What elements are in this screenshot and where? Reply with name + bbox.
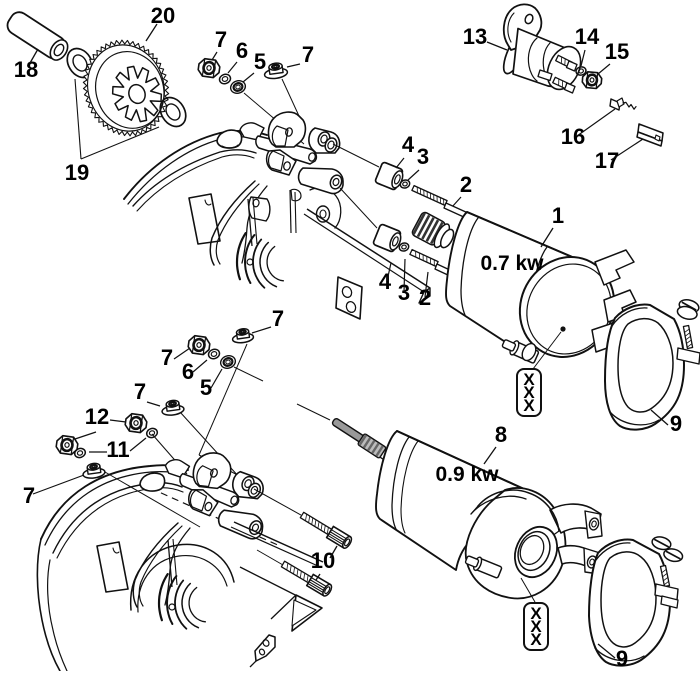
svg-text:9: 9 [616,646,628,671]
svg-text:7: 7 [215,27,227,52]
svg-text:1: 1 [552,203,564,228]
svg-text:15: 15 [605,39,629,64]
svg-text:14: 14 [575,24,600,49]
svg-text:7: 7 [161,345,173,370]
svg-text:9: 9 [670,411,682,436]
svg-text:X: X [523,396,535,415]
svg-text:8: 8 [495,422,507,447]
svg-text:0.7 kw: 0.7 kw [480,252,544,275]
svg-text:7: 7 [134,379,146,404]
svg-text:4: 4 [402,132,415,157]
svg-text:5: 5 [254,49,266,74]
svg-text:10: 10 [311,548,335,573]
svg-text:13: 13 [463,24,487,49]
svg-text:2: 2 [460,172,472,197]
svg-text:20: 20 [151,3,175,28]
svg-text:7: 7 [302,42,314,67]
svg-text:2: 2 [419,285,431,310]
svg-text:0.9 kw: 0.9 kw [435,463,499,486]
svg-text:12: 12 [85,404,109,429]
svg-text:5: 5 [200,375,212,400]
svg-text:7: 7 [23,483,35,508]
svg-text:17: 17 [595,148,619,173]
svg-text:7: 7 [272,306,284,331]
svg-text:16: 16 [561,124,585,149]
svg-text:19: 19 [65,160,89,185]
svg-text:6: 6 [182,359,194,384]
svg-text:11: 11 [106,437,129,462]
svg-text:X: X [530,630,542,649]
svg-text:3: 3 [417,144,429,169]
svg-text:18: 18 [14,57,38,82]
svg-text:6: 6 [236,38,248,63]
svg-text:4: 4 [379,269,392,294]
